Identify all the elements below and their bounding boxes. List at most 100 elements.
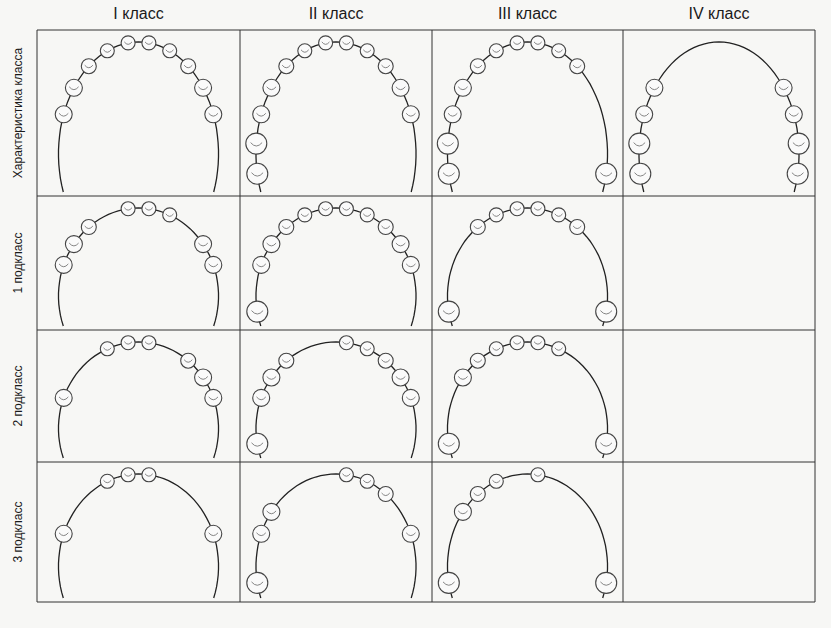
tooth — [65, 236, 82, 253]
tooth — [195, 236, 212, 253]
tooth — [181, 353, 196, 368]
dental-arch — [55, 202, 222, 326]
row-header: 3 подкласс — [12, 467, 26, 597]
tooth — [279, 220, 294, 235]
tooth — [55, 106, 72, 123]
tooth — [438, 163, 459, 184]
grid-line — [623, 30, 624, 602]
tooth — [339, 36, 353, 50]
grid-line — [37, 196, 815, 197]
tooth — [531, 468, 545, 482]
tooth — [646, 79, 663, 96]
tooth — [470, 220, 485, 235]
tooth — [402, 389, 419, 406]
tooth — [596, 433, 617, 454]
dental-arch — [438, 202, 616, 326]
tooth — [787, 163, 808, 184]
tooth — [100, 474, 114, 488]
tooth — [454, 79, 471, 96]
grid-line — [37, 30, 38, 602]
tooth — [402, 106, 419, 123]
tooth — [195, 79, 212, 96]
grid-line — [37, 462, 815, 463]
tooth — [253, 389, 270, 406]
tooth — [121, 468, 135, 482]
tooth — [437, 133, 458, 154]
tooth — [438, 433, 459, 454]
tooth — [454, 503, 471, 520]
tooth — [298, 208, 312, 222]
tooth — [263, 236, 280, 253]
tooth — [378, 59, 393, 74]
tooth — [629, 133, 650, 154]
dental-arch — [247, 468, 420, 598]
tooth — [636, 106, 653, 123]
tooth — [163, 208, 177, 222]
dental-arch — [437, 36, 616, 192]
dental-arch — [55, 336, 222, 458]
tooth — [510, 336, 524, 350]
tooth — [298, 44, 312, 58]
tooth — [438, 301, 459, 322]
tooth — [163, 44, 177, 58]
tooth — [360, 342, 374, 356]
tooth — [510, 202, 524, 216]
tooth — [444, 106, 461, 123]
tooth — [205, 256, 222, 273]
tooth — [247, 301, 268, 322]
column-header: II класс — [309, 5, 364, 23]
tooth — [438, 572, 459, 593]
dental-arch — [247, 336, 420, 458]
tooth — [81, 59, 96, 74]
tooth — [360, 474, 374, 488]
tooth — [596, 301, 617, 322]
tooth — [142, 36, 156, 50]
dental-arch — [246, 36, 420, 192]
tooth — [247, 572, 268, 593]
tooth — [489, 474, 503, 488]
tooth — [121, 336, 135, 350]
tooth — [55, 389, 72, 406]
dental-arch — [438, 468, 616, 598]
tooth — [552, 342, 566, 356]
tooth — [489, 44, 503, 58]
tooth — [378, 353, 393, 368]
tooth — [247, 163, 268, 184]
tooth — [785, 106, 802, 123]
tooth — [100, 44, 114, 58]
tooth — [378, 487, 393, 502]
tooth — [402, 256, 419, 273]
dental-arch — [438, 336, 616, 458]
tooth — [339, 202, 353, 216]
tooth — [570, 59, 585, 74]
tooth — [596, 163, 617, 184]
grid-line — [37, 330, 815, 331]
tooth — [454, 369, 471, 386]
tooth — [205, 106, 222, 123]
tooth — [55, 525, 72, 542]
row-header: Характеристика класса — [12, 35, 26, 191]
tooth — [470, 487, 485, 502]
dental-arch — [55, 468, 222, 598]
tooth — [253, 256, 270, 273]
row-header: 1 подкласс — [12, 201, 26, 325]
tooth — [253, 106, 270, 123]
tooth — [775, 79, 792, 96]
column-header: III класс — [498, 5, 557, 23]
tooth — [55, 256, 72, 273]
tooth — [279, 59, 294, 74]
tooth — [360, 44, 374, 58]
grid-line — [815, 30, 816, 602]
grid-line — [37, 30, 815, 31]
tooth — [121, 202, 135, 216]
tooth — [392, 369, 409, 386]
tooth — [246, 133, 267, 154]
tooth — [181, 59, 196, 74]
tooth — [319, 202, 333, 216]
grid-line — [240, 30, 241, 602]
tooth — [392, 79, 409, 96]
tooth — [319, 36, 333, 50]
dental-arch — [55, 36, 222, 192]
tooth — [570, 220, 585, 235]
tooth — [510, 36, 524, 50]
